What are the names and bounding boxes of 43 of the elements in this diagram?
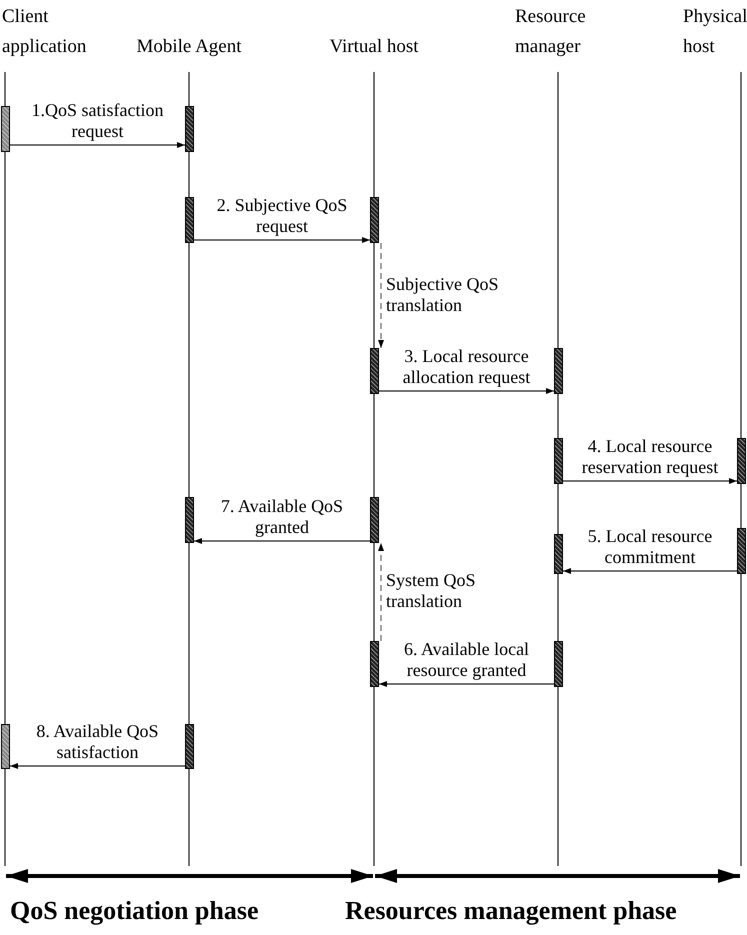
- message-arrow: [194, 538, 370, 544]
- activation-bar: [185, 724, 194, 769]
- edge-label: 2. Subjective QoS request: [216, 195, 348, 237]
- activation-bar: [370, 497, 379, 543]
- message-arrow: [10, 763, 186, 769]
- message-arrow: [562, 568, 738, 574]
- lifeline-header: Physical host: [683, 2, 747, 62]
- lifeline-header: Client application: [2, 2, 122, 62]
- edge-label: 6. Available local resource granted: [402, 639, 530, 681]
- activation-bar: [554, 348, 563, 394]
- lifeline-header: Virtual host: [314, 32, 434, 62]
- message-arrow: [378, 681, 554, 687]
- lifeline-header: Mobile Agent: [129, 32, 249, 62]
- edge-label: 4. Local resource reservation request: [580, 436, 720, 478]
- activation-bar: [737, 438, 746, 484]
- message-arrow: [378, 242, 384, 348]
- activation-bar: [185, 497, 194, 543]
- activation-bar: [370, 197, 379, 243]
- edge-label: 5. Local resource commitment: [586, 526, 714, 568]
- message-arrow: [194, 237, 370, 243]
- phase-label: Resources management phase: [345, 896, 677, 926]
- edge-label: System QoS translation: [386, 570, 477, 612]
- phase-label: QoS negotiation phase: [10, 896, 258, 926]
- activation-bar: [554, 438, 563, 484]
- message-arrow: [562, 478, 738, 484]
- activation-bar: [737, 528, 746, 574]
- edge-label: 3. Local resource allocation request: [402, 346, 532, 388]
- message-arrow: [378, 388, 554, 394]
- activation-bar: [370, 641, 379, 687]
- activation-bar: [185, 197, 194, 243]
- message-arrow: [378, 542, 384, 642]
- message-arrow: [10, 142, 186, 148]
- activation-bar: [1, 106, 10, 152]
- edge-label: Subjective QoS translation: [386, 274, 500, 316]
- edge-label: 8. Available QoS satisfaction: [35, 721, 160, 763]
- edge-label: 7. Available QoS granted: [220, 496, 344, 538]
- activation-bar: [370, 348, 379, 394]
- activation-bar: [185, 106, 194, 152]
- activation-bar: [554, 641, 563, 687]
- lifeline-header: Resource manager: [515, 2, 605, 62]
- activation-bar: [554, 534, 563, 574]
- edge-label: 1.QoS satisfaction request: [30, 100, 164, 142]
- activation-bar: [1, 724, 10, 769]
